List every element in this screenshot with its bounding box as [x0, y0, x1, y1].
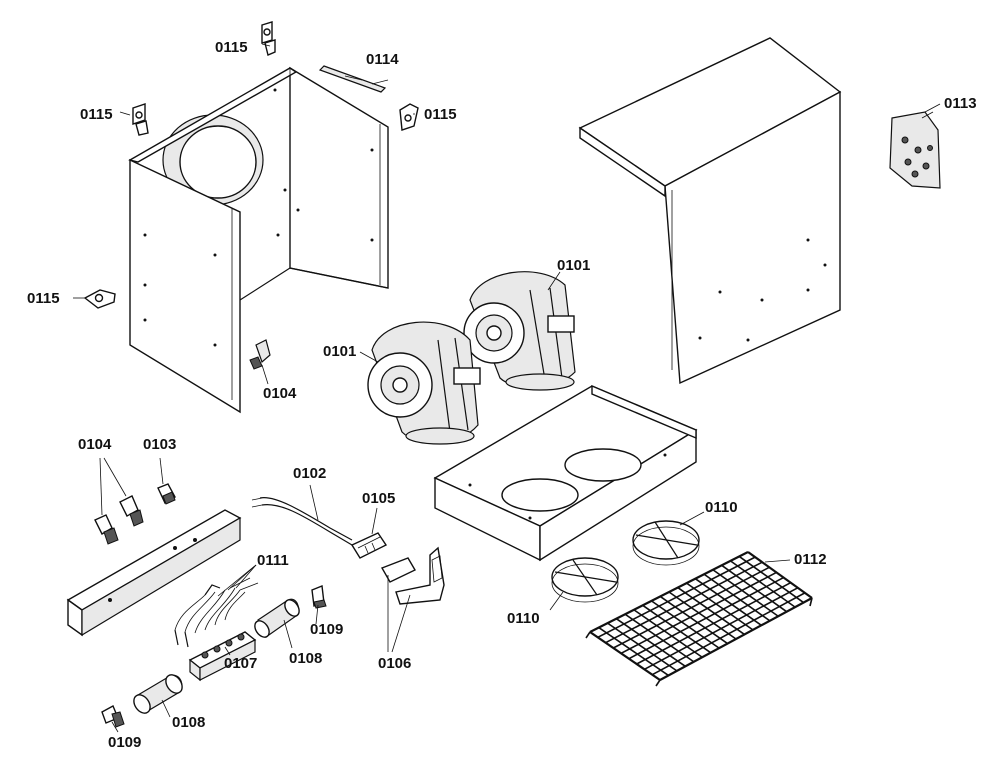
label-0115-right: 0115	[424, 106, 457, 123]
grease-grid-0112	[585, 551, 813, 687]
leader-lines	[111, 75, 934, 733]
label-0115-top: 0115	[215, 39, 248, 56]
outer-case	[578, 37, 842, 385]
cabinet-housing	[128, 66, 389, 414]
connector-0105	[350, 532, 388, 559]
clip-0109-left	[101, 705, 125, 728]
label-0101-right: 0101	[557, 257, 591, 274]
label-0115-left: 0115	[80, 106, 113, 123]
cable-0102	[251, 497, 353, 546]
bracket-0115-top	[261, 21, 276, 56]
label-0103: 0103	[143, 436, 177, 453]
label-0104-cabinet: 0104	[263, 385, 297, 402]
capacitor-0108-left	[133, 674, 183, 714]
blower-motor-0101-right	[463, 271, 576, 391]
label-0109-left: 0109	[108, 734, 142, 751]
control-strip	[66, 509, 242, 637]
label-0112: 0112	[794, 551, 827, 568]
label-0101-left: 0101	[323, 343, 357, 360]
screw-bag-0113	[889, 103, 941, 189]
label-0104-lower: 0104	[78, 436, 112, 453]
label-0106: 0106	[378, 655, 412, 672]
bracket-0115-left	[119, 103, 149, 136]
bracket-0115-lower	[73, 289, 116, 309]
label-0108-right: 0108	[289, 650, 323, 667]
label-0107: 0107	[224, 655, 258, 672]
strip-0114	[318, 65, 387, 93]
label-0110-upper: 0110	[705, 499, 738, 516]
label-0110-lower: 0110	[507, 610, 540, 627]
label-0113: 0113	[944, 95, 977, 112]
label-0102: 0102	[293, 465, 327, 482]
clip-0104-cabinet	[249, 339, 271, 385]
switch-0104-lower	[94, 457, 144, 545]
bracket-0106	[380, 546, 445, 605]
label-0115-lower: 0115	[27, 290, 60, 307]
label-0114: 0114	[366, 51, 399, 68]
switch-0103	[157, 483, 176, 505]
label-0105: 0105	[362, 490, 396, 507]
base-tray	[433, 384, 698, 562]
blower-motor-0101-left	[367, 321, 481, 445]
label-0109-right: 0109	[310, 621, 344, 638]
terminal-block-0107	[188, 631, 257, 682]
clip-0109-right	[311, 585, 327, 609]
label-0111: 0111	[257, 552, 289, 569]
filter-0110-lower	[551, 557, 619, 603]
bracket-0115-right	[399, 103, 419, 131]
label-0108-left: 0108	[172, 714, 206, 731]
filter-0110-upper	[632, 520, 700, 566]
capacitor-0108-right	[254, 598, 300, 638]
wiring-harness-0111	[174, 577, 259, 648]
